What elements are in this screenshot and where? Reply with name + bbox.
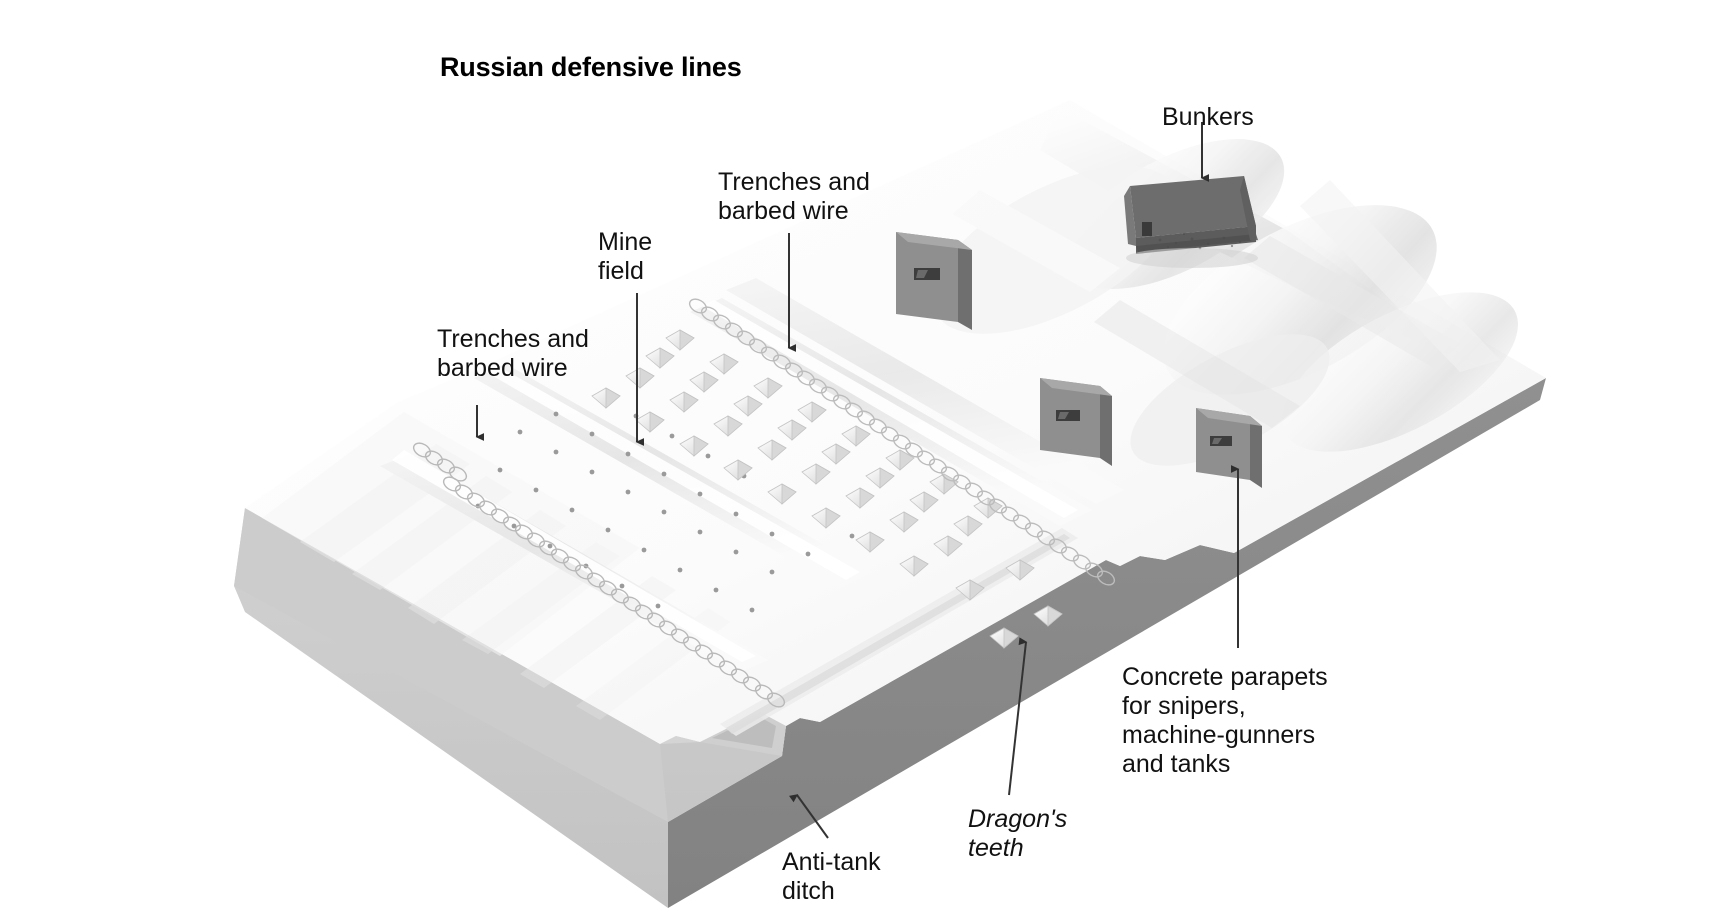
concrete-parapet-2	[1040, 378, 1112, 466]
leader-dragons-teeth	[1008, 637, 1028, 796]
bunker-structure	[1124, 176, 1258, 268]
leader-lines	[475, 122, 1240, 839]
label-dragons-teeth: Dragon's teeth	[968, 805, 1068, 862]
concrete-parapet-1	[896, 232, 972, 330]
terrain-base-front-face	[668, 378, 1546, 908]
anti-tank-ditch	[660, 528, 1078, 756]
barbed-wire-east	[688, 298, 1116, 586]
label-parapets: Concrete parapets for snipers, machine-g…	[1122, 663, 1328, 778]
page-title: Russian defensive lines	[440, 52, 742, 82]
leader-anti-tank-ditch	[789, 794, 829, 839]
label-trenches-east: Trenches and barbed wire	[718, 168, 870, 225]
dragons-teeth-field	[591, 329, 1063, 649]
terrain-hills	[932, 108, 1518, 466]
label-anti-tank-ditch: Anti-tank ditch	[782, 848, 881, 905]
concrete-parapet-3	[1196, 408, 1262, 488]
label-mine-field: Mine field	[598, 228, 653, 285]
barbed-wire-west	[412, 442, 786, 708]
label-trenches-west: Trenches and barbed wire	[437, 325, 589, 382]
label-bunkers: Bunkers	[1162, 103, 1254, 131]
terrain-base-left-face	[234, 508, 786, 908]
